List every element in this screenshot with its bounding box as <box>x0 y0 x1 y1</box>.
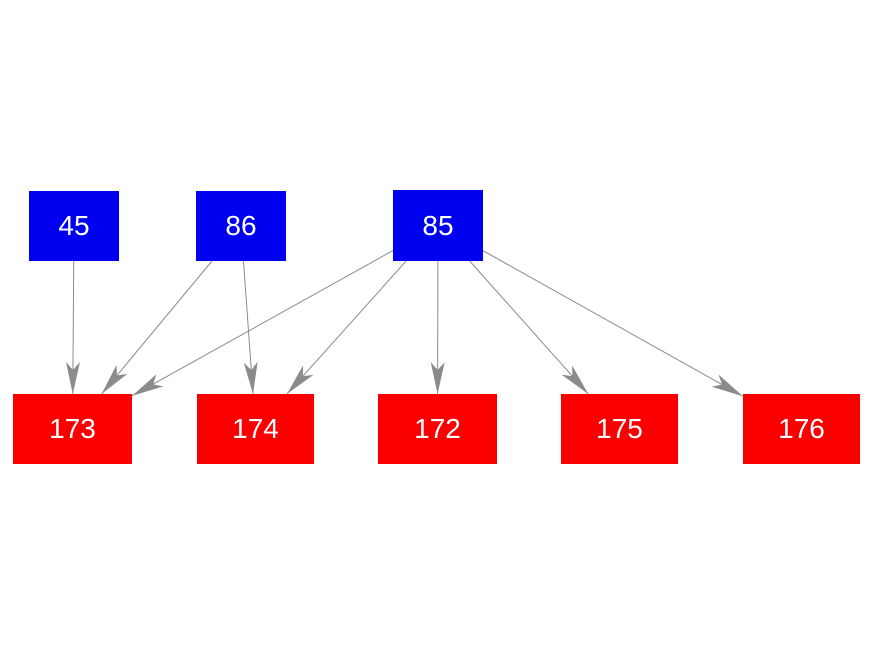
node-173[interactable]: 173 <box>13 394 132 464</box>
edge-85-174 <box>286 260 407 395</box>
edge-86-174 <box>243 260 258 395</box>
node-45[interactable]: 45 <box>29 191 119 261</box>
node-label: 86 <box>225 210 257 241</box>
node-176[interactable]: 176 <box>743 394 860 464</box>
node-label: 174 <box>232 413 279 444</box>
node-label: 173 <box>49 413 96 444</box>
node-label: 45 <box>58 210 90 241</box>
node-label: 85 <box>422 209 454 241</box>
node-172[interactable]: 172 <box>378 394 497 464</box>
edge-85-175 <box>469 260 589 395</box>
edge-86-173 <box>101 260 213 395</box>
node-86[interactable]: 86 <box>196 191 286 261</box>
node-label: 175 <box>596 413 643 444</box>
node-174[interactable]: 174 <box>197 394 314 464</box>
node-label: 172 <box>414 413 461 444</box>
edge-85-173 <box>131 250 394 397</box>
node-85[interactable]: 85 <box>393 190 483 261</box>
node-175[interactable]: 175 <box>561 394 678 464</box>
node-label: 176 <box>778 413 825 444</box>
edge-85-176 <box>482 250 744 397</box>
edge-45-173 <box>65 260 80 395</box>
